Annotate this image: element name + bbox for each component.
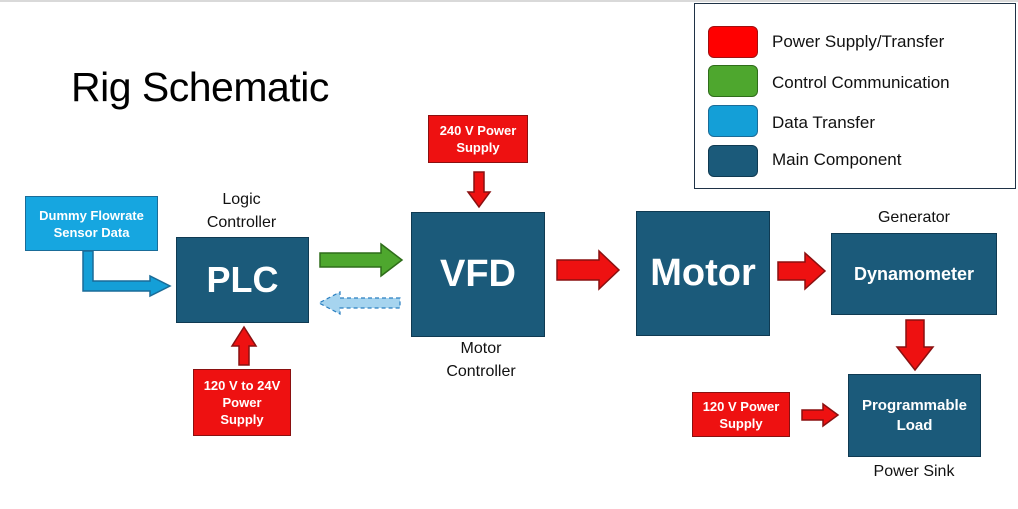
load-caption: Power Sink <box>873 463 955 480</box>
motor-box: Motor <box>636 211 770 336</box>
legend-swatch-control <box>708 65 758 97</box>
dynamometer-caption: Generator <box>877 209 951 226</box>
legend-swatch-data <box>708 105 758 137</box>
power-arrow-vfd-to-motor <box>556 249 621 291</box>
plc-supply-line1: 120 V to 24V <box>203 378 281 393</box>
power-arrow-motor-to-dyno <box>777 251 827 291</box>
vfd-caption: Motor Controller <box>421 337 541 383</box>
plc-box: PLC <box>176 237 309 323</box>
load-supply-line1: 120 V Power <box>702 398 780 414</box>
legend-label-control: Control Communication <box>772 73 950 92</box>
plc-supply-line2: Power <box>222 395 262 410</box>
plc-caption-line1: Logic <box>222 191 261 208</box>
vfd-box: VFD <box>411 212 545 337</box>
plc-caption-line2: Controller <box>206 214 277 231</box>
vfd-caption-line2: Controller <box>446 363 516 380</box>
dynamometer-box: Dynamometer <box>831 233 997 315</box>
top-divider <box>0 0 1018 2</box>
legend-swatch-main <box>708 145 758 177</box>
legend-label-power: Power Supply/Transfer <box>772 32 945 51</box>
plc-supply-line3: Supply <box>220 412 264 427</box>
vfd-caption-line1: Motor <box>460 340 502 357</box>
load-label-line1: Programmable <box>861 396 968 414</box>
power-arrow-24v-to-plc <box>230 325 258 366</box>
power-arrow-dyno-to-load <box>895 319 935 372</box>
vfd-supply-line2: Supply <box>456 140 500 155</box>
plc-caption: Logic Controller <box>189 188 294 234</box>
legend-label-data: Data Transfer <box>772 113 875 132</box>
load-supply-line2: Supply <box>719 415 763 431</box>
data-arrow-sensor-to-plc <box>82 250 172 298</box>
legend-label-main: Main Component <box>772 150 902 169</box>
control-arrow-plc-to-vfd <box>319 242 404 278</box>
legend: Power Supply/Transfer Control Communicat… <box>694 3 1016 189</box>
sensor-data-line2: Sensor Data <box>53 224 130 240</box>
data-arrow-vfd-to-plc <box>317 291 401 315</box>
power-arrow-120v-to-load <box>801 402 840 428</box>
sensor-data-line1: Dummy Flowrate <box>39 207 144 223</box>
page-title: Rig Schematic <box>71 64 329 110</box>
power-arrow-240v-to-vfd <box>466 171 492 209</box>
vfd-supply-line1: 240 V Power <box>439 123 517 138</box>
load-label-line2: Load <box>896 416 933 434</box>
legend-swatch-power <box>708 26 758 58</box>
